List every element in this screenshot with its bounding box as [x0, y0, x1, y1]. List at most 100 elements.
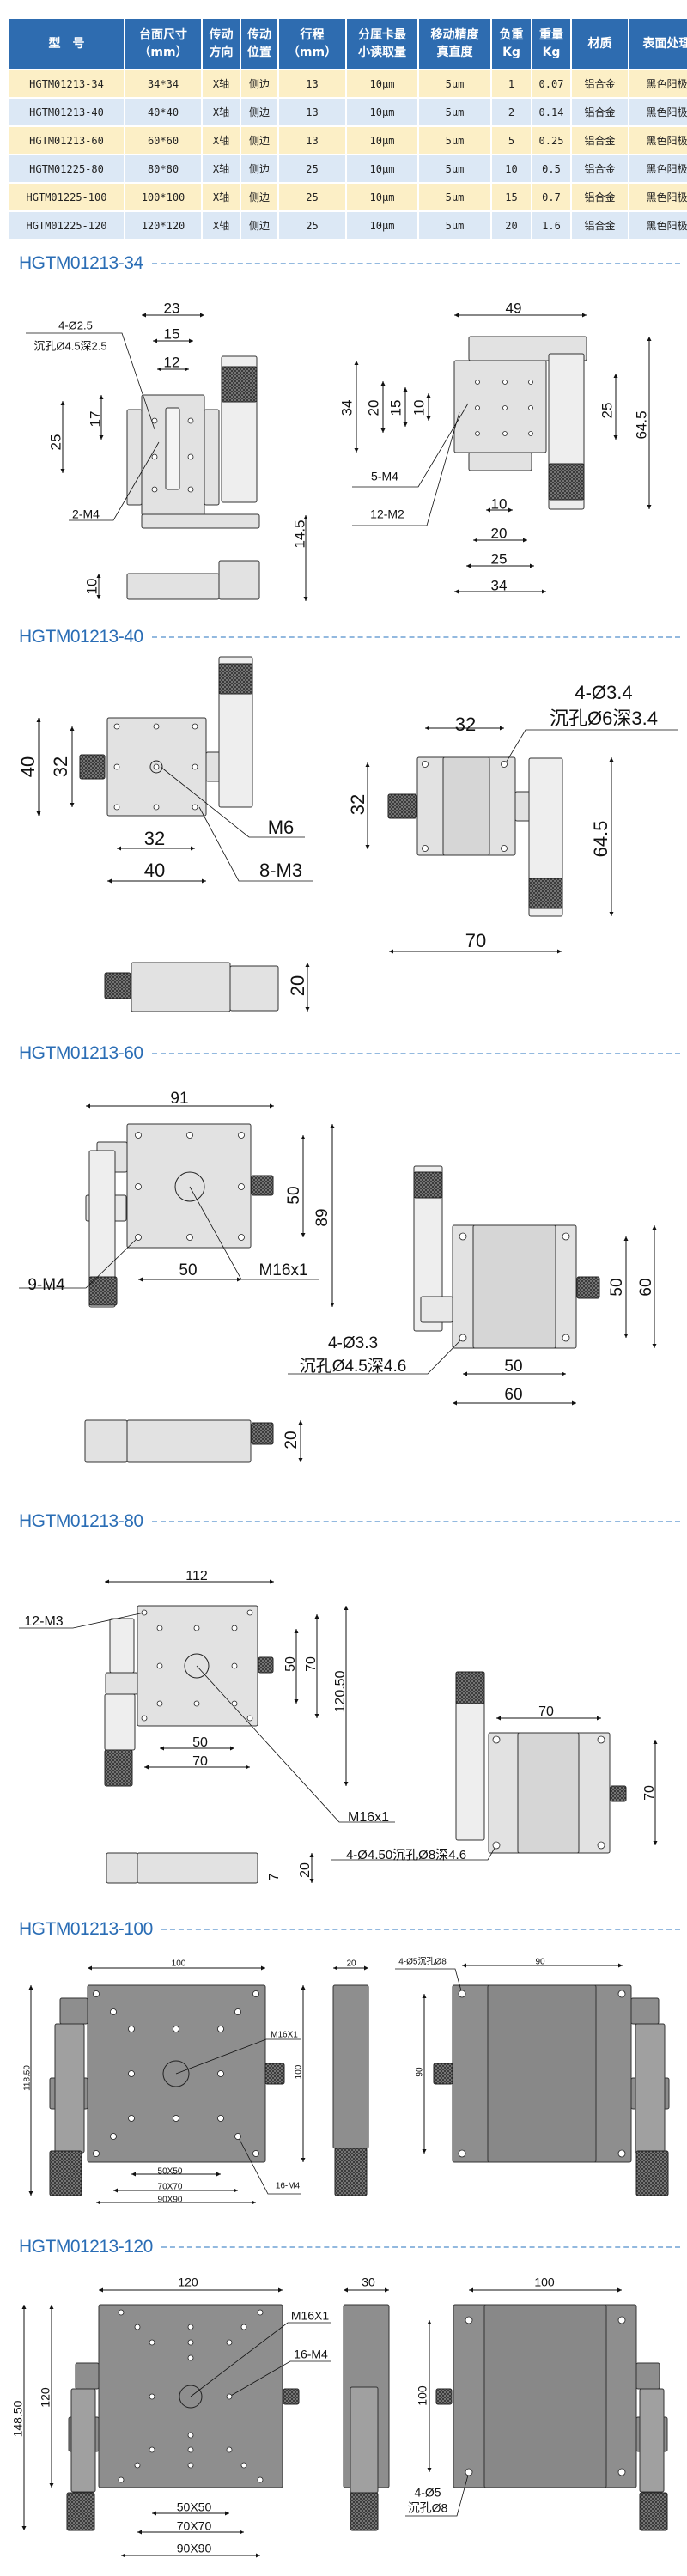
knurled-knob-icon	[350, 2492, 379, 2531]
dimension-label: 70	[192, 1754, 208, 1769]
dimension-label: 70X70	[177, 2519, 212, 2533]
dimension-label: 沉孔Ø4.5深4.6	[300, 1357, 407, 1376]
table-cell: 黑色阳极	[629, 184, 687, 210]
dimension-label: 12-M3	[24, 1614, 63, 1629]
mounting-hole	[217, 2070, 224, 2077]
leader-line	[19, 1236, 139, 1289]
dimension-label: 32	[144, 828, 165, 849]
mounting-hole	[187, 417, 194, 424]
dashed-divider	[151, 636, 680, 638]
dimension-label: 70	[642, 1785, 657, 1801]
table-cell: X轴	[203, 99, 240, 125]
micrometer	[413, 1165, 443, 1332]
mounting-hole	[187, 486, 194, 493]
column-header: 传动位置	[241, 19, 277, 69]
mounting-hole	[238, 1183, 245, 1190]
dimension-label: 90X90	[158, 2196, 183, 2205]
dimension-label: 34	[338, 400, 355, 416]
dimension-label: 25	[599, 403, 615, 419]
table-cell: 铝合金	[572, 184, 628, 210]
leader-line	[288, 1337, 464, 1375]
dimension-label: 34	[491, 577, 508, 593]
dimension-label: 15	[387, 400, 404, 416]
leader-line	[504, 729, 678, 765]
table-cell: X轴	[203, 184, 240, 210]
center-hole	[179, 2385, 203, 2409]
dashed-divider	[151, 263, 680, 264]
table-cell: 13	[279, 70, 345, 97]
dimension-label: 12-M2	[370, 507, 404, 521]
leader-line	[237, 2136, 301, 2195]
mounting-hole	[226, 2339, 233, 2346]
dimension-label: 50	[283, 1656, 298, 1672]
section-title-text: HGTM01213-60	[19, 1043, 143, 1063]
table-cell: 侧边	[241, 212, 277, 239]
micrometer	[528, 757, 563, 917]
mounting-hole	[492, 1735, 501, 1744]
table-cell: 100*100	[125, 184, 201, 210]
table-cell: 34*34	[125, 70, 201, 97]
table-cell: 侧边	[241, 127, 277, 154]
table-cell: 13	[279, 127, 345, 154]
table-cell: 侧边	[241, 184, 277, 210]
dimension-label: 沉孔Ø4.5深2.5	[33, 339, 106, 352]
stage-body	[126, 409, 143, 506]
dimension-label: 20	[491, 525, 508, 541]
mounting-hole	[226, 2446, 233, 2453]
micrometer-clamp	[635, 2362, 660, 2390]
mounting-hole	[562, 1334, 570, 1342]
mounting-hole	[153, 763, 160, 770]
mounting-hole	[234, 2008, 241, 2015]
mounting-hole	[226, 2393, 233, 2400]
mounting-hole	[246, 1609, 253, 1616]
dimension-label: 90	[535, 1958, 545, 1967]
table-cell: 黑色阳极	[629, 70, 687, 97]
stage-body	[105, 1672, 138, 1695]
stage-body	[126, 1123, 252, 1249]
knurled-knob-icon	[66, 2492, 95, 2531]
table-cell: 侧边	[241, 155, 277, 182]
mounting-hole	[186, 1234, 193, 1241]
column-header: 表面处理	[629, 19, 687, 69]
mounting-hole	[502, 380, 508, 385]
table-cell: 10μm	[347, 127, 417, 154]
section-title-text: HGTM01213-100	[19, 1919, 153, 1939]
section-title-text: HGTM01213-34	[19, 253, 143, 273]
knurled-knob-icon	[258, 1656, 274, 1674]
stage-body	[229, 965, 279, 1012]
side-view-body	[332, 1984, 369, 2149]
micrometer	[218, 656, 253, 808]
mounting-hole	[231, 1700, 238, 1707]
dimension-label: 32	[347, 794, 368, 815]
mounting-hole	[458, 1990, 466, 1998]
dimension-label: 118.50	[23, 2065, 33, 2091]
mounting-hole	[617, 2149, 626, 2158]
dimension-label: 70	[304, 1656, 319, 1672]
mounting-hole	[240, 2324, 247, 2330]
mounting-hole	[422, 845, 429, 852]
dimension-label: 50X50	[158, 2167, 183, 2177]
column-header-line: 真直度	[436, 46, 473, 59]
leader-line	[190, 2322, 331, 2397]
mounting-hole	[234, 2133, 241, 2140]
knurled-knob-icon	[79, 754, 106, 780]
dimension-label: 17	[87, 411, 103, 428]
dimension-label: 90	[416, 2067, 425, 2077]
mounting-hole	[502, 431, 508, 436]
leader-line	[395, 1968, 463, 1995]
mounting-hole	[501, 761, 508, 768]
mounting-hole	[475, 405, 480, 410]
dimension-label: 25	[47, 434, 64, 451]
mounting-hole	[173, 2026, 179, 2032]
mounting-hole	[153, 804, 160, 811]
table-cell: X轴	[203, 212, 240, 239]
mounting-hole	[187, 2354, 194, 2361]
table-cell: 60*60	[125, 127, 201, 154]
mounting-hole	[187, 2324, 194, 2330]
mounting-hole	[135, 1183, 142, 1190]
